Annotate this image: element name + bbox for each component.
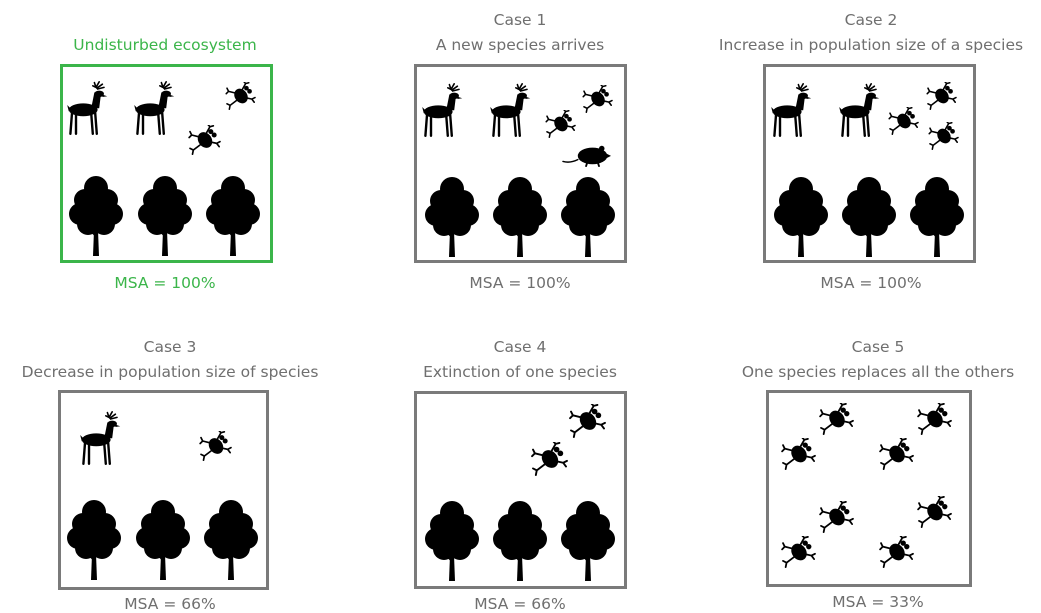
deer-icon xyxy=(768,77,816,145)
deer-icon xyxy=(487,77,535,145)
msa-value: MSA = 66% xyxy=(124,595,216,613)
tree-icon xyxy=(134,496,192,582)
panel-title: Increase in population size of a species xyxy=(718,36,1024,54)
frog-icon xyxy=(928,122,960,150)
msa-value: MSA = 100% xyxy=(469,274,571,292)
case-label: Case 2 xyxy=(844,11,898,29)
msa-value: MSA = 100% xyxy=(114,274,216,292)
frog-icon xyxy=(888,107,920,135)
case-label: Case 1 xyxy=(493,11,547,29)
frog-icon xyxy=(879,438,915,470)
panel-case-5: Case 5 One species replaces all the othe… xyxy=(728,335,1028,612)
panel-undisturbed: Undisturbed ecosystem MSA = 100% xyxy=(45,8,285,298)
mouse-icon xyxy=(561,143,613,167)
deer-icon xyxy=(64,75,112,143)
tree-icon xyxy=(559,497,617,583)
msa-value: MSA = 66% xyxy=(474,595,566,613)
panel-case-1: Case 1 A new species arrives MSA = 100% xyxy=(395,8,645,298)
ecosystem-box xyxy=(414,391,627,589)
tree-icon xyxy=(202,496,260,582)
tree-icon xyxy=(423,497,481,583)
ecosystem-box xyxy=(414,64,627,263)
tree-icon xyxy=(908,173,966,259)
frog-icon xyxy=(225,82,257,110)
tree-icon xyxy=(491,173,549,259)
ecosystem-box xyxy=(58,390,269,590)
msa-value: MSA = 100% xyxy=(820,274,922,292)
frog-icon xyxy=(879,536,915,568)
panel-title: Decrease in population size of species xyxy=(21,363,319,381)
frog-icon xyxy=(819,501,855,533)
frog-icon xyxy=(531,442,569,476)
tree-icon xyxy=(840,173,898,259)
frog-icon xyxy=(917,403,953,435)
tree-icon xyxy=(67,172,125,258)
panel-case-2: Case 2 Increase in population size of a … xyxy=(706,8,1036,298)
panel-title: A new species arrives xyxy=(435,36,605,54)
deer-icon xyxy=(419,77,467,145)
frog-icon xyxy=(199,431,233,461)
ecosystem-box xyxy=(763,64,976,263)
panel-title: Extinction of one species xyxy=(423,363,617,381)
frog-icon xyxy=(819,403,855,435)
tree-icon xyxy=(491,497,549,583)
tree-icon xyxy=(65,496,123,582)
case-label: Case 5 xyxy=(851,338,905,356)
tree-icon xyxy=(772,173,830,259)
frog-icon xyxy=(926,82,958,110)
frog-icon xyxy=(188,125,222,155)
frog-icon xyxy=(781,438,817,470)
frog-icon xyxy=(781,536,817,568)
tree-icon xyxy=(204,172,262,258)
deer-icon xyxy=(836,77,884,145)
frog-icon xyxy=(917,496,953,528)
frog-icon xyxy=(545,110,577,138)
panel-case-3: Case 3 Decrease in population size of sp… xyxy=(0,335,340,613)
panel-title: One species replaces all the others xyxy=(741,363,1015,381)
tree-icon xyxy=(423,173,481,259)
tree-icon xyxy=(136,172,194,258)
frog-icon xyxy=(582,85,614,113)
case-label: Case 3 xyxy=(143,338,197,356)
frog-icon xyxy=(569,404,607,438)
ecosystem-box xyxy=(766,390,972,587)
panel-title: Undisturbed ecosystem xyxy=(73,36,257,54)
msa-value: MSA = 33% xyxy=(832,593,924,611)
deer-icon xyxy=(131,75,179,143)
case-label: Case 4 xyxy=(493,338,547,356)
deer-icon xyxy=(77,405,125,473)
tree-icon xyxy=(559,173,617,259)
panel-case-4: Case 4 Extinction of one species MSA = 6… xyxy=(395,335,645,613)
ecosystem-box xyxy=(60,64,273,263)
